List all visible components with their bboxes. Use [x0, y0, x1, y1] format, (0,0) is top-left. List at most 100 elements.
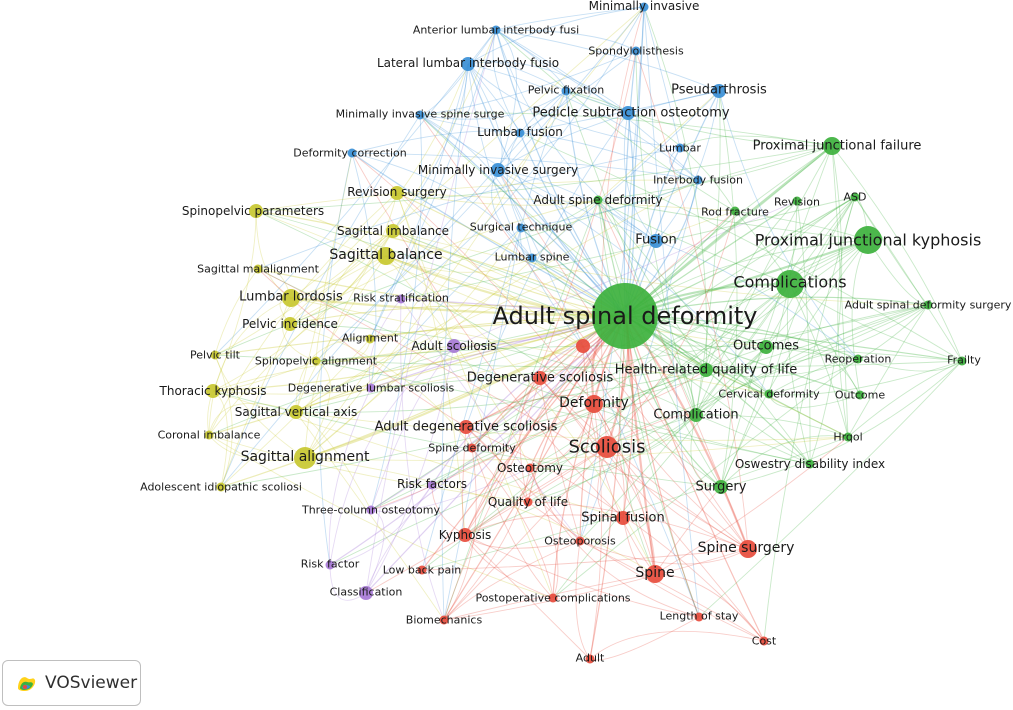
network-edge: [624, 6, 645, 317]
node-label: Osteotomy: [497, 461, 563, 475]
node-cervical[interactable]: [764, 389, 774, 399]
network-edge: [295, 338, 371, 413]
node-alif[interactable]: [491, 25, 501, 35]
node-sag-balance[interactable]: [377, 247, 395, 265]
node-spinopelvic-params[interactable]: [249, 204, 263, 218]
node-coronal-imbalance[interactable]: [204, 430, 214, 440]
node-odi[interactable]: [805, 459, 815, 469]
node-length-stay[interactable]: [694, 612, 704, 622]
network-edge: [552, 358, 859, 599]
node-label: Pelvic tilt: [190, 349, 241, 362]
node-pjf[interactable]: [823, 137, 841, 155]
node-spine-deformity[interactable]: [467, 443, 477, 453]
node-biomechanics[interactable]: [439, 615, 449, 625]
node-pjk[interactable]: [854, 226, 882, 254]
node-miss[interactable]: [415, 110, 425, 120]
node-llif[interactable]: [461, 57, 475, 71]
node-defcorr[interactable]: [347, 148, 357, 158]
node-three-col[interactable]: [366, 505, 376, 515]
node-sag-imbalance[interactable]: [386, 224, 400, 238]
node-mis[interactable]: [491, 163, 505, 177]
node-osteotomy[interactable]: [525, 463, 535, 473]
node-pelvicfix[interactable]: [561, 86, 571, 96]
network-edge: [370, 403, 595, 511]
node-pseudarthrosis[interactable]: [712, 84, 726, 98]
node-qol[interactable]: [523, 497, 533, 507]
node-thoracic-kyphosis[interactable]: [206, 384, 220, 398]
node-complications[interactable]: [776, 270, 804, 298]
network-edge: [289, 304, 626, 325]
node-spondylo[interactable]: [631, 46, 641, 56]
node-ais[interactable]: [216, 482, 226, 492]
node-reoperation[interactable]: [853, 354, 863, 364]
node-lumbarspine[interactable]: [527, 253, 537, 263]
node-revsurgery[interactable]: [390, 186, 404, 200]
node-surgery[interactable]: [714, 480, 728, 494]
node-outcomes[interactable]: [759, 340, 773, 354]
node-classification[interactable]: [359, 586, 373, 600]
node-pelvic-incidence[interactable]: [283, 317, 297, 331]
network-edge: [400, 196, 856, 300]
node-asd-main[interactable]: [592, 283, 658, 349]
node-adultspinedef[interactable]: [593, 195, 603, 205]
network-edge: [257, 268, 749, 550]
node-pso[interactable]: [621, 106, 635, 120]
node-surgtech[interactable]: [516, 223, 526, 233]
network-edge: [539, 377, 656, 575]
node-rodfracture[interactable]: [730, 206, 740, 216]
node-scoliosis[interactable]: [596, 436, 618, 458]
node-minimally-invasive[interactable]: [639, 2, 649, 12]
node-pelvic-tilt[interactable]: [210, 350, 220, 360]
network-edge: [351, 152, 533, 259]
network-edge: [329, 315, 626, 566]
node-risk-factor[interactable]: [325, 560, 335, 570]
node-adult[interactable]: [585, 654, 595, 664]
node-osteoporosis[interactable]: [575, 536, 585, 546]
network-edge: [519, 132, 963, 362]
network-edge: [465, 426, 554, 599]
network-edge: [365, 484, 433, 594]
node-label: Adult: [576, 652, 605, 665]
node-red-hub[interactable]: [576, 339, 590, 353]
network-edge: [295, 411, 849, 441]
network-edge: [491, 169, 533, 259]
node-lumbarfusion[interactable]: [515, 128, 525, 138]
node-label: Lumbar: [659, 142, 701, 155]
network-edge: [467, 61, 629, 114]
node-hrql-full[interactable]: [699, 363, 713, 377]
node-interbody[interactable]: [693, 175, 703, 185]
node-fusion[interactable]: [649, 234, 663, 248]
node-spine-surgery[interactable]: [739, 540, 757, 558]
node-sag-malalign[interactable]: [253, 264, 263, 274]
node-deformity[interactable]: [585, 395, 603, 413]
network-edge: [467, 63, 584, 347]
node-label: Minimally invasive spine surge: [336, 108, 505, 121]
node-revision[interactable]: [792, 196, 802, 206]
node-spine[interactable]: [646, 565, 664, 583]
node-sag-alignment[interactable]: [294, 447, 316, 469]
node-risk-strat[interactable]: [396, 294, 406, 304]
node-outcome[interactable]: [855, 390, 865, 400]
node-spinal-fusion[interactable]: [616, 511, 630, 525]
node-svα[interactable]: [289, 405, 303, 419]
node-low-back-pain[interactable]: [417, 565, 427, 575]
network-edge: [786, 283, 811, 465]
node-adult-scoliosis[interactable]: [447, 339, 461, 353]
node-spinopelvic-align[interactable]: [311, 356, 321, 366]
node-alignment[interactable]: [365, 334, 375, 344]
node-kyphosis[interactable]: [458, 528, 472, 542]
node-degen-scoliosis[interactable]: [533, 371, 547, 385]
node-risk-factors[interactable]: [427, 480, 437, 490]
node-degen-lumbar[interactable]: [366, 383, 376, 393]
node-frailty[interactable]: [957, 356, 967, 366]
node-postop[interactable]: [548, 593, 558, 603]
node-asd-abbr[interactable]: [850, 192, 860, 202]
node-lumbar[interactable]: [675, 143, 685, 153]
node-adult-degen[interactable]: [459, 420, 473, 434]
node-cost[interactable]: [759, 636, 769, 646]
node-complication[interactable]: [689, 408, 703, 422]
network-edge: [465, 426, 765, 642]
node-hrqol[interactable]: [843, 432, 853, 442]
node-adsurgery[interactable]: [923, 300, 933, 310]
node-lumbar-lordosis[interactable]: [282, 289, 300, 307]
